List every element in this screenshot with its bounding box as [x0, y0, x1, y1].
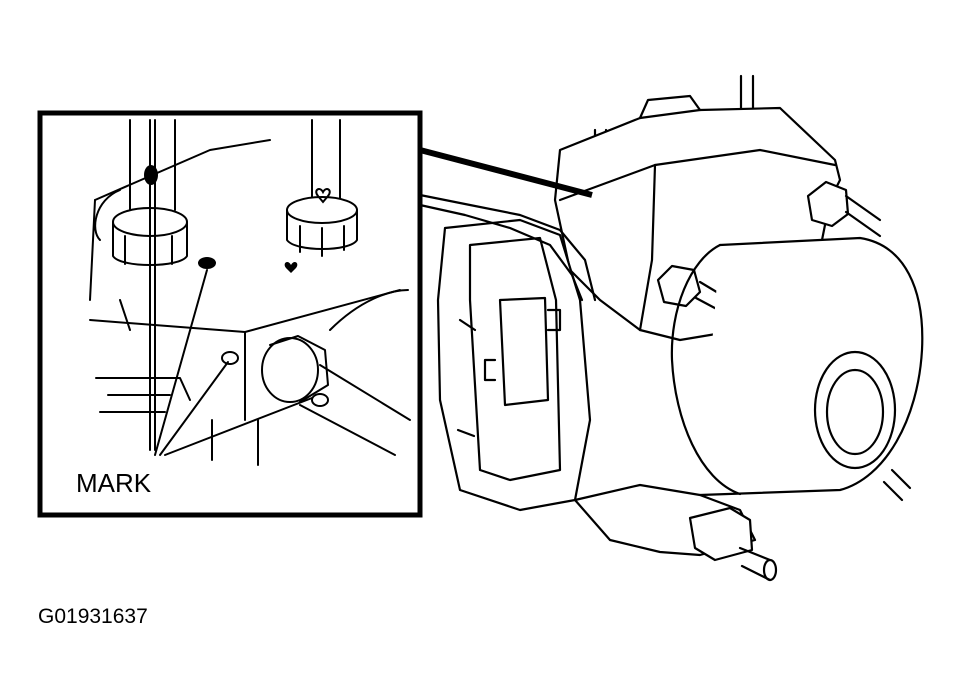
pump-motor: [670, 236, 924, 502]
mark-dot-tube: [144, 165, 158, 185]
inset-right-fitting: [286, 119, 358, 257]
figure-id: G01931637: [38, 605, 148, 628]
abs-actuator-assembly: [418, 74, 924, 582]
mark-dot-block: [198, 257, 216, 269]
mark-pointer-lines: [154, 269, 313, 456]
mark-heart-block: [284, 261, 298, 273]
inset-frame: [37, 110, 423, 518]
inset-side-fitting: [261, 335, 411, 456]
callout-leader-line: [419, 147, 593, 198]
mark-label: MARK: [76, 468, 152, 498]
mark-heart-right: [315, 188, 331, 204]
inset-detail: MARK: [37, 110, 423, 518]
mounting-bracket: [573, 483, 778, 582]
